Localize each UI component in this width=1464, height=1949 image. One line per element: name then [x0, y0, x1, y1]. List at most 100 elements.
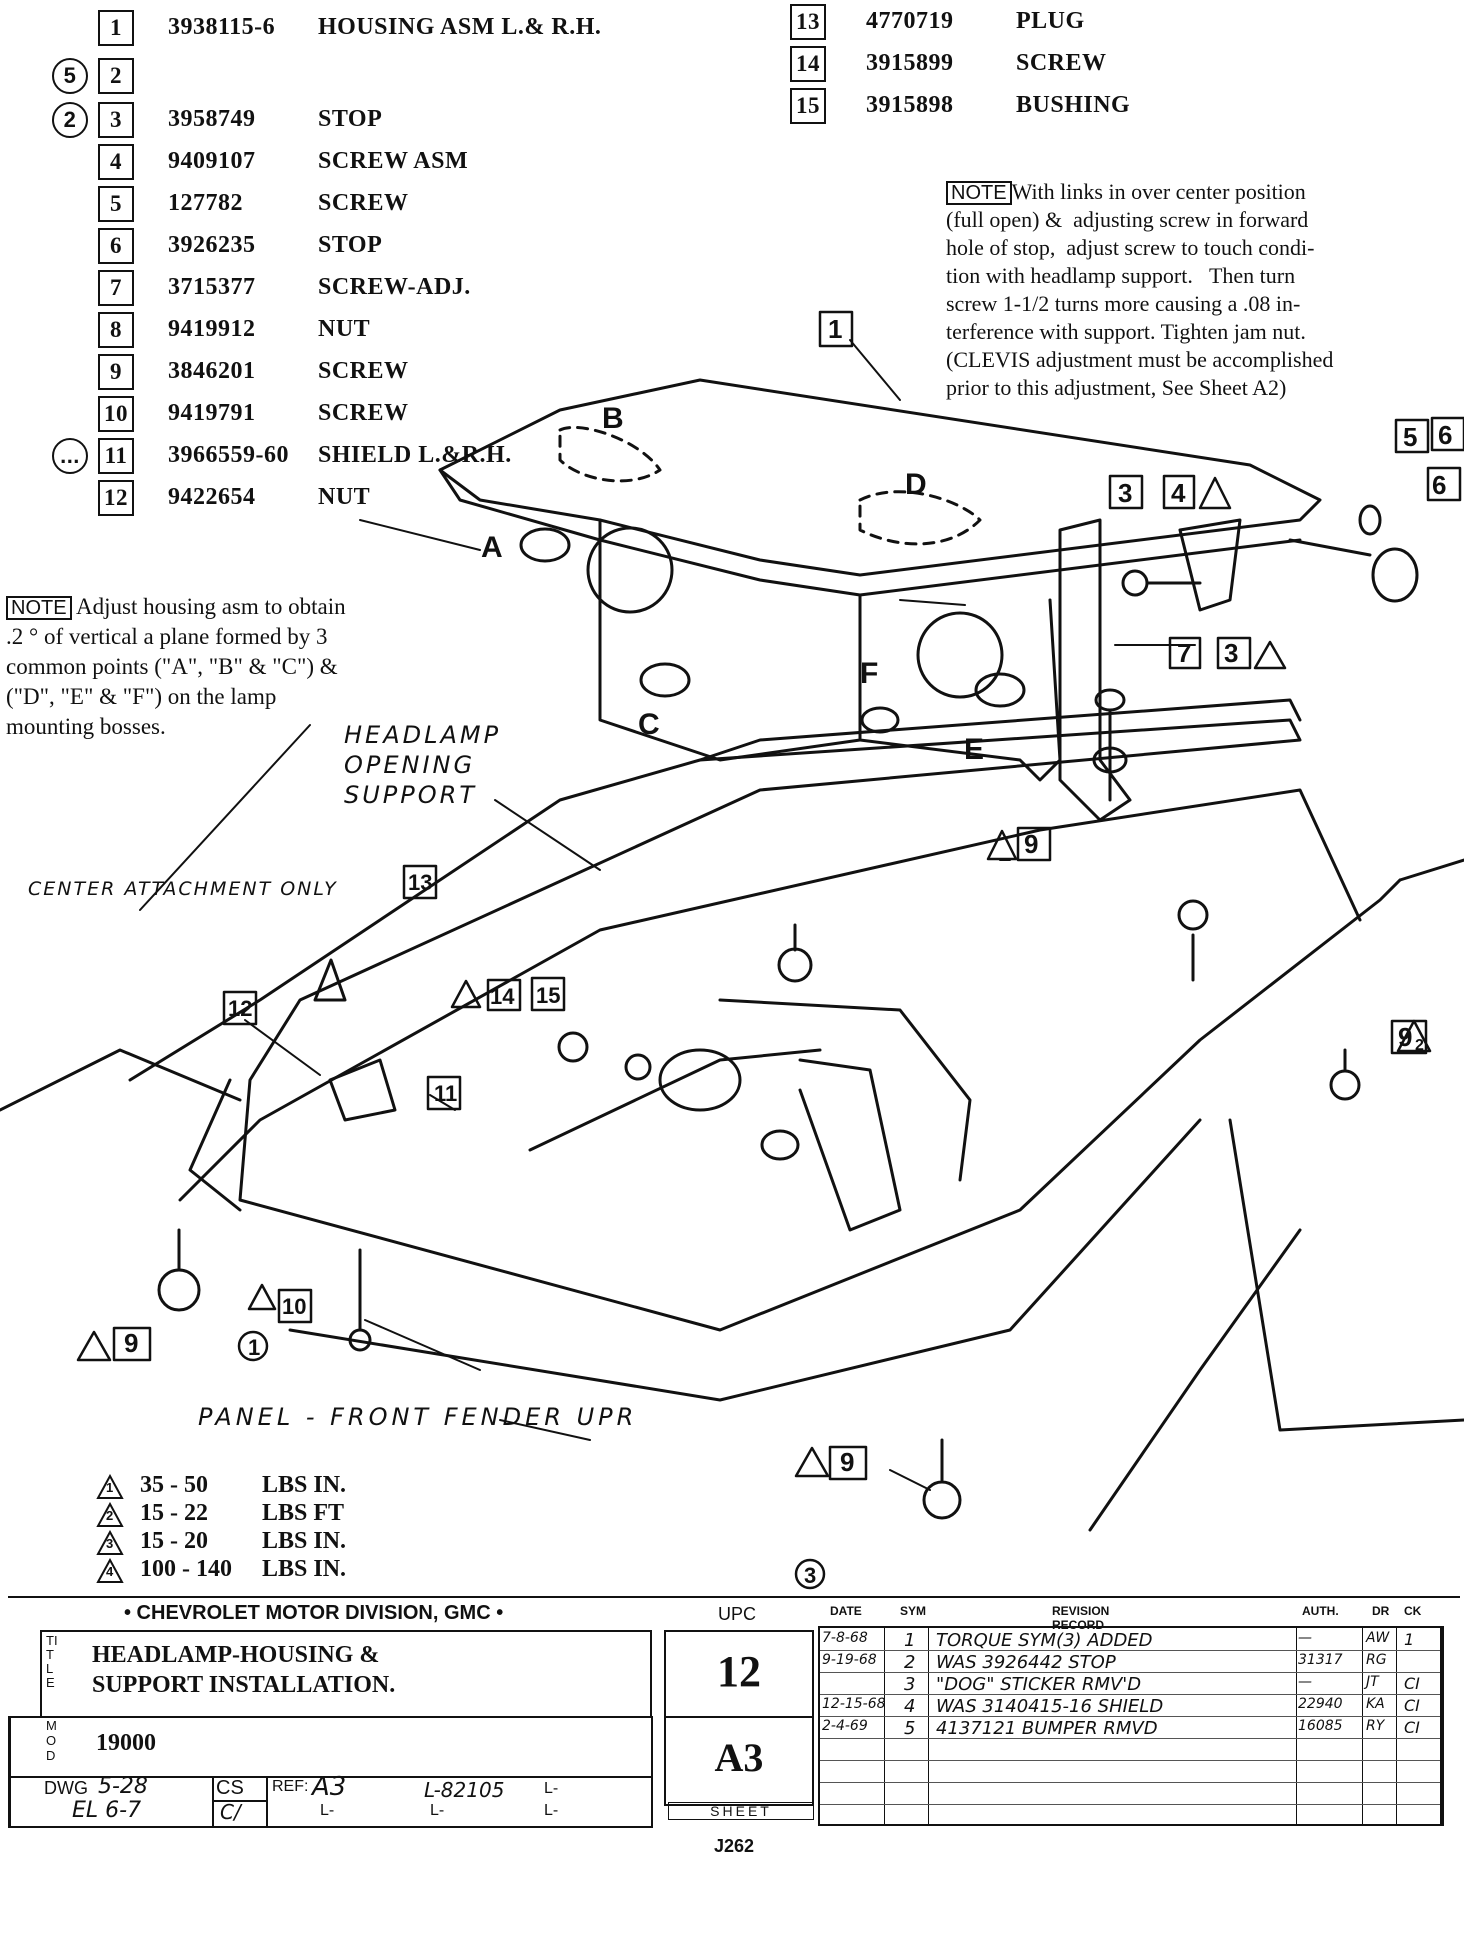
- part-number: 3915898: [866, 92, 954, 118]
- item-number-box: 4: [98, 144, 134, 180]
- rev-sym: 5: [904, 1718, 916, 1739]
- ci-mark: C/: [220, 1800, 241, 1824]
- torque-unit: LBS FT: [262, 1500, 345, 1526]
- svg-text:6: 6: [1438, 420, 1452, 450]
- part-number: 4770719: [866, 8, 954, 34]
- boss-f: [860, 706, 900, 734]
- item-number-box: 2: [98, 58, 134, 94]
- l-mark-3: L-: [430, 1802, 445, 1819]
- part-description: SCREW: [318, 400, 409, 426]
- item-number-box: 12: [98, 480, 134, 516]
- part-number: 3846201: [168, 358, 256, 384]
- note-left-text: Adjust housing asm to obtain .2 ° of ver…: [6, 594, 346, 739]
- part-description: STOP: [318, 232, 383, 258]
- item-number-box: 14: [790, 46, 826, 82]
- label-panel-fender: PANEL - FRONT FENDER UPR: [198, 1403, 638, 1431]
- dwg-label: DWG: [44, 1778, 88, 1798]
- page-code: J262: [714, 1836, 755, 1856]
- letter-a: A: [481, 531, 503, 564]
- l-number: L-82105: [424, 1778, 505, 1802]
- part-description: NUT: [318, 316, 371, 342]
- date-value: EL 6-7: [72, 1798, 142, 1823]
- torque-symbol-icon: [96, 1558, 124, 1583]
- rev-ck: CI: [1404, 1696, 1420, 1715]
- rev-auth: —: [1298, 1674, 1312, 1690]
- boss-a: [519, 527, 571, 563]
- svg-text:7: 7: [1177, 638, 1191, 668]
- torque-symbol-icon: [96, 1474, 124, 1499]
- rev-auth: 22940: [1298, 1696, 1343, 1712]
- svg-text:10: 10: [282, 1294, 306, 1319]
- rev-header-auth: AUTH.: [1302, 1604, 1339, 1618]
- rev-date: 9-19-68: [822, 1652, 877, 1668]
- torque-symbol-number: 4: [106, 1564, 114, 1579]
- rev-record: WAS 3926442 STOP: [936, 1652, 1116, 1673]
- part-number: 3938115-6: [168, 14, 276, 40]
- rev-header-date: DATE: [830, 1604, 862, 1618]
- revision-symbol-circle: 2: [52, 102, 88, 138]
- rev-record: "DOG" STICKER RMV'D: [936, 1674, 1142, 1695]
- rev-header-record: REVISION RECORD: [1052, 1604, 1110, 1632]
- svg-text:2: 2: [1415, 1037, 1424, 1054]
- linkage-clevis: [658, 1048, 742, 1112]
- letter-b: B: [602, 402, 624, 435]
- svg-text:12: 12: [228, 996, 252, 1021]
- title-line-1: HEADLAMP-HOUSING &: [92, 1642, 380, 1668]
- ref-value: A3: [312, 1772, 347, 1802]
- l-mark-4: L-: [544, 1802, 559, 1819]
- part-number: 3958749: [168, 106, 256, 132]
- item-number-box: 13: [790, 4, 826, 40]
- rev-sym: 3: [904, 1674, 916, 1695]
- revision-symbol-circle: 5: [52, 58, 88, 94]
- part-description: HOUSING ASM L.& R.H.: [318, 14, 602, 40]
- part-description: SCREW ASM: [318, 148, 469, 174]
- part-number: 3715377: [168, 274, 256, 300]
- l-mark-1: L-: [544, 1780, 559, 1797]
- rev-auth: 31317: [1298, 1652, 1343, 1668]
- svg-text:5: 5: [1403, 422, 1417, 452]
- torque-unit: LBS IN.: [262, 1528, 347, 1554]
- support-frame: [128, 718, 1402, 1332]
- svg-text:6: 6: [1432, 470, 1446, 500]
- part-description: NUT: [318, 484, 371, 510]
- boss-d: [858, 490, 982, 546]
- svg-text:11: 11: [434, 1081, 457, 1106]
- rev-date: 7-8-68: [822, 1630, 868, 1646]
- rev-record: TORQUE SYM(3) ADDED: [936, 1630, 1153, 1651]
- item-number-box: 8: [98, 312, 134, 348]
- lamp-opening-right: [916, 611, 1004, 699]
- parts-row-13: 13 4770719 PLUG: [0, 2, 1464, 40]
- part-description: SCREW: [1016, 50, 1107, 76]
- housing-top-plate: [438, 378, 1322, 577]
- stop-bushing: [1371, 547, 1419, 603]
- svg-text:15: 15: [536, 983, 560, 1008]
- dwg-number: 5-28: [98, 1774, 148, 1799]
- torque-range: 15 - 20: [140, 1528, 208, 1554]
- item-number-box: 6: [98, 228, 134, 264]
- revision-record: [818, 1626, 1444, 1826]
- part-number: 3926235: [168, 232, 256, 258]
- boss-b: [558, 425, 662, 483]
- fender-panel: [0, 1048, 242, 1112]
- part-number: 3966559-60: [168, 442, 289, 468]
- part-number: 9409107: [168, 148, 256, 174]
- title-label: TITLE: [46, 1633, 58, 1690]
- upc-number: 12: [717, 1647, 761, 1696]
- division-name: • CHEVROLET MOTOR DIVISION, GMC •: [124, 1602, 504, 1624]
- fasteners: [157, 899, 1361, 1520]
- rev-ck: 1: [1404, 1630, 1415, 1649]
- item-number-box: 1: [98, 10, 134, 46]
- rev-dr: KA: [1366, 1696, 1385, 1712]
- part-description: SCREW: [318, 358, 409, 384]
- mod-label: MOD: [46, 1718, 57, 1763]
- part-description: PLUG: [1016, 8, 1085, 34]
- item-number-box: 7: [98, 270, 134, 306]
